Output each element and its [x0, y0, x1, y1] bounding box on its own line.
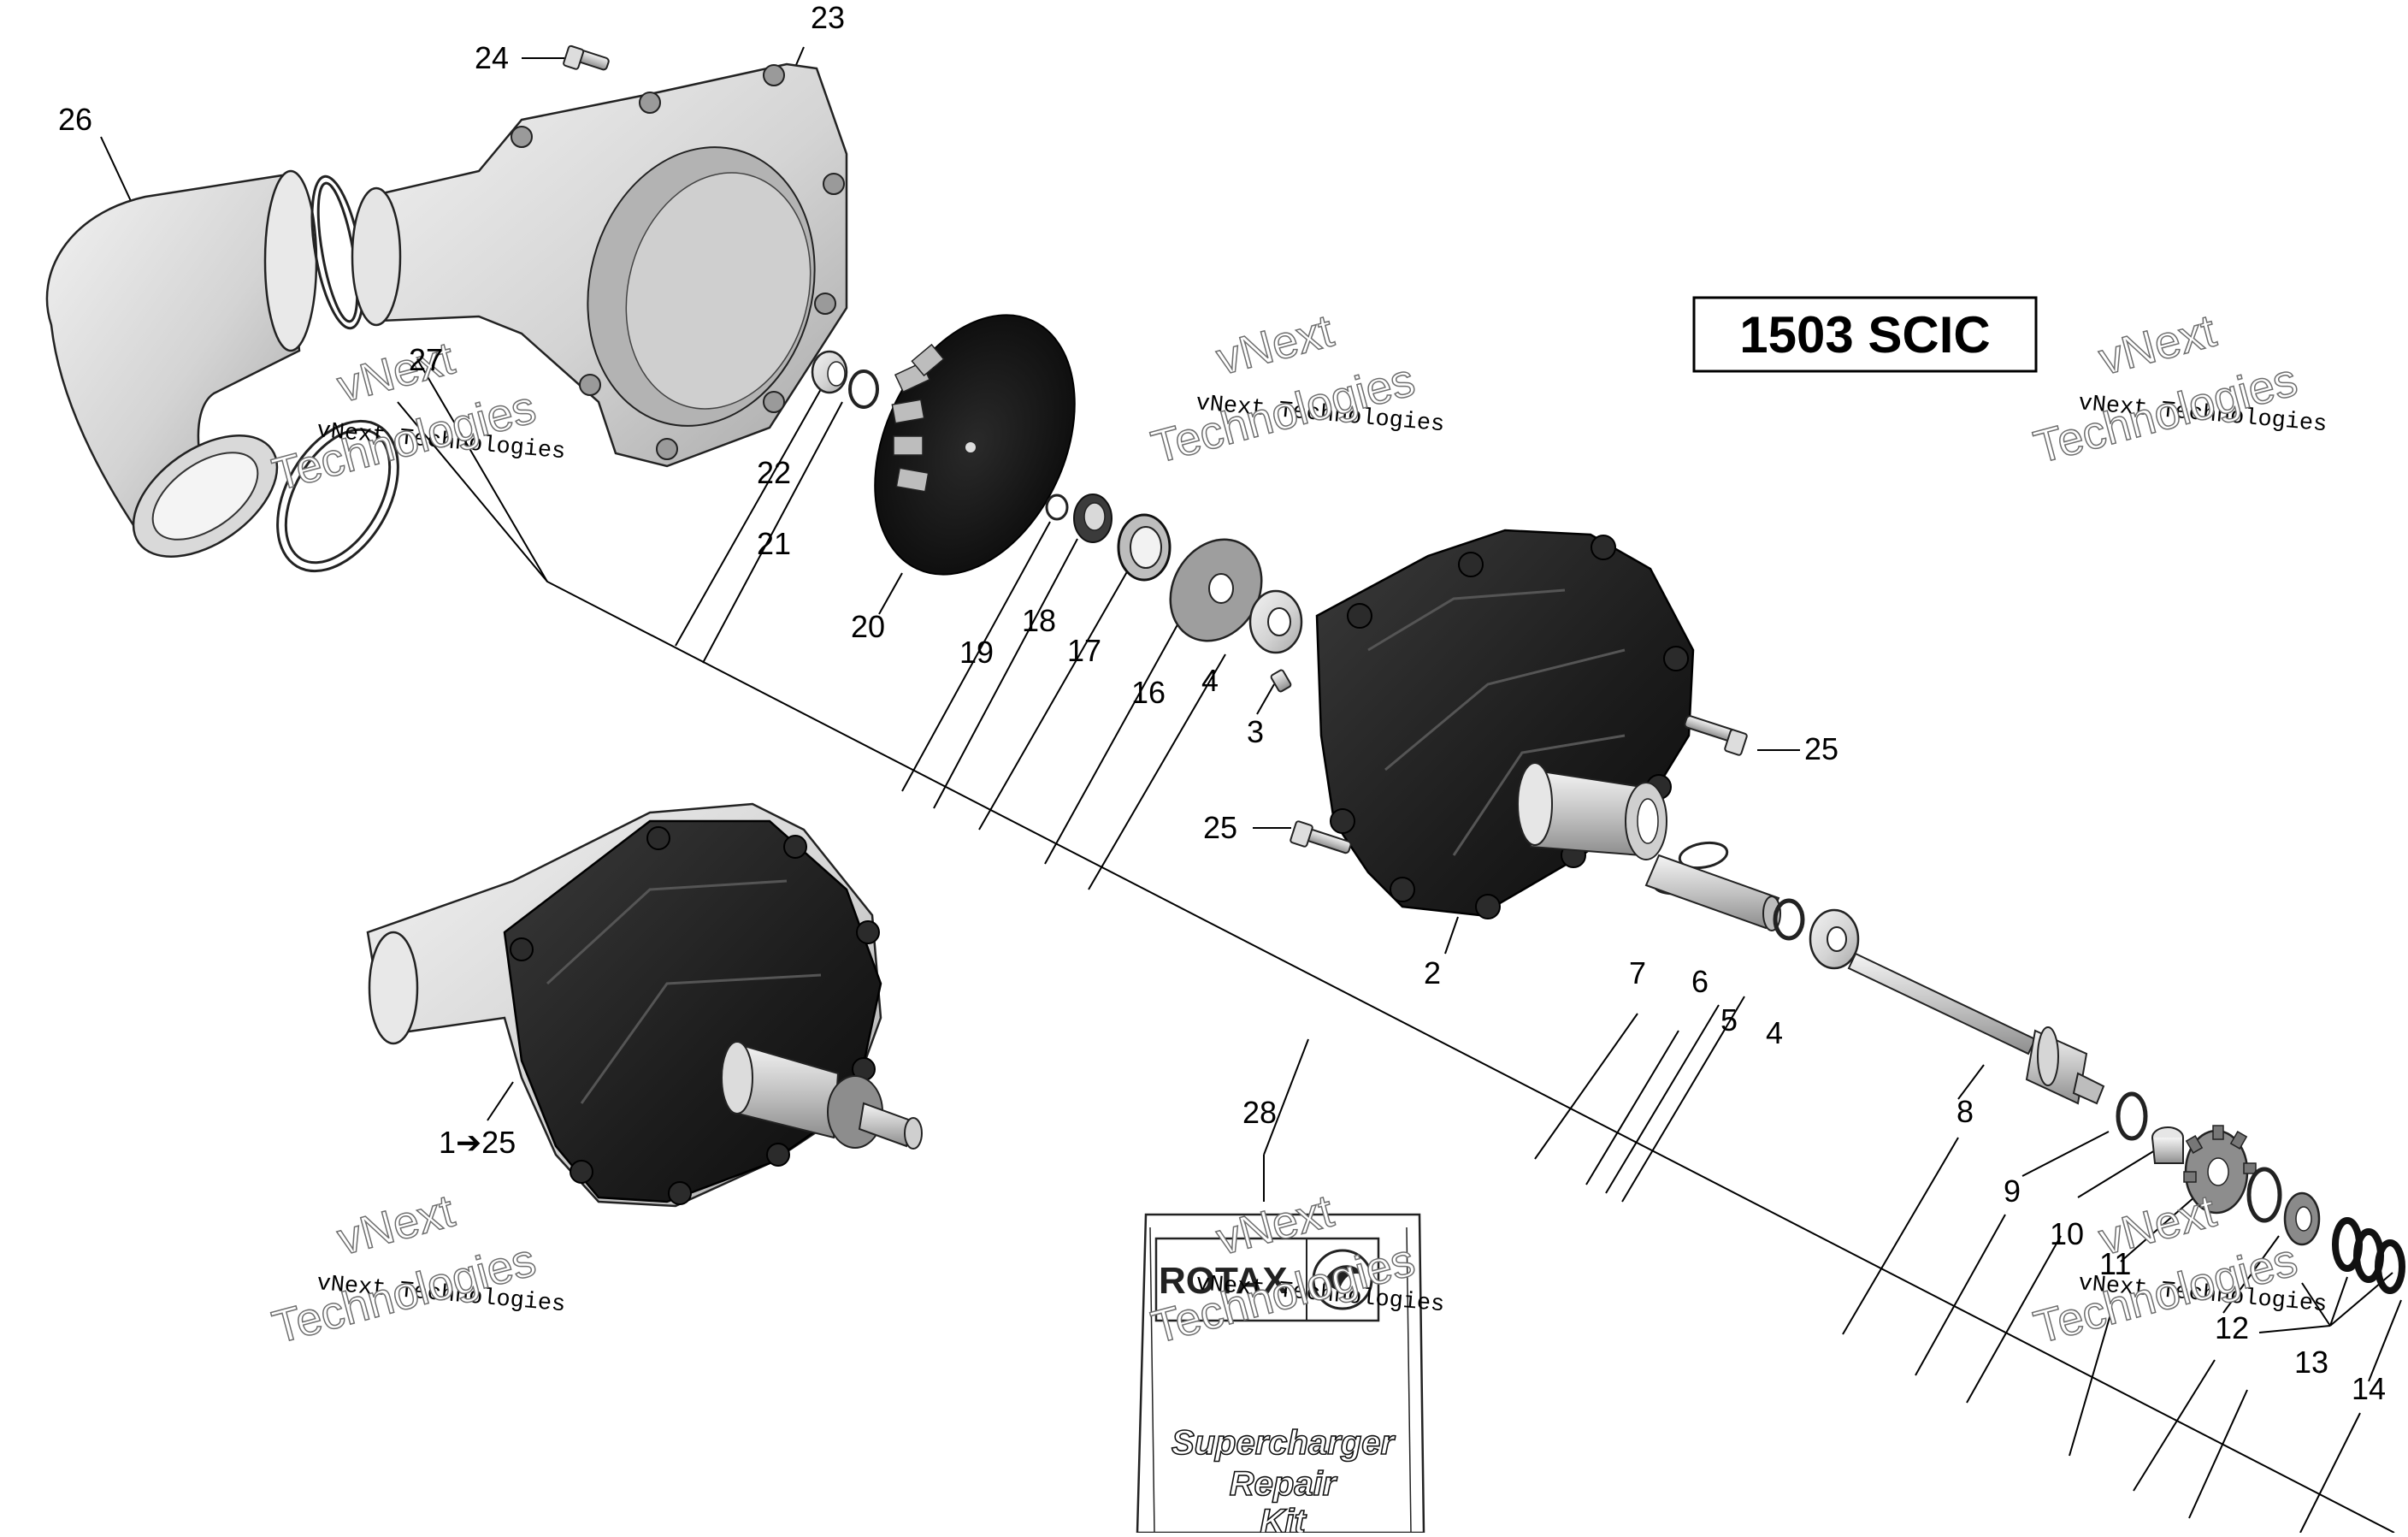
bearing-17 [1117, 513, 1172, 582]
housing-screw-upper [1684, 715, 1748, 756]
sleeve-6 [1644, 854, 1781, 931]
watermark-outline-2: Technologies [2029, 1234, 2303, 1354]
washer-5 [1773, 898, 1805, 941]
callout-17: 17 [1067, 633, 1101, 668]
housing-screw-lower [1290, 820, 1352, 854]
callout-11: 11 [2099, 1246, 2131, 1281]
o-ring-19 [1045, 494, 1069, 521]
callout-4-upper: 4 [1201, 663, 1219, 698]
callout-5: 5 [1720, 1002, 1738, 1037]
callout-10: 10 [2050, 1216, 2084, 1251]
callout-9: 9 [2004, 1173, 2021, 1209]
watermark-outline-2: Technologies [2029, 354, 2303, 474]
callout-13: 13 [2294, 1345, 2328, 1380]
callout-27: 27 [409, 342, 443, 377]
callout-1-25: 1➔25 [439, 1125, 516, 1160]
callout-22: 22 [757, 455, 791, 490]
bushing-10 [2151, 1126, 2184, 1164]
callout-6: 6 [1691, 964, 1709, 999]
bearing-4-upper [1248, 589, 1303, 654]
rotax-logo-text: ROTAX [1159, 1260, 1288, 1302]
washer-9 [2116, 1091, 2148, 1141]
callout-25-lower: 25 [1203, 810, 1237, 845]
kit-title-line3: Kit [1260, 1503, 1307, 1533]
callout-21: 21 [757, 526, 791, 561]
drive-shaft [1847, 952, 2105, 1105]
callout-26: 26 [58, 102, 92, 137]
callout-7: 7 [1629, 955, 1646, 990]
impeller [874, 314, 1076, 576]
kit-title-line2: Repair [1230, 1465, 1338, 1503]
callout-16: 16 [1131, 675, 1166, 710]
callout-24: 24 [475, 40, 509, 75]
callout-labels: 23 24 26 27 22 21 20 19 18 17 16 4 3 25 … [58, 0, 2386, 1406]
watermark-outline-1: vNext [332, 1185, 459, 1266]
seal-18 [1073, 494, 1113, 543]
kit-title-line1: Supercharger [1172, 1424, 1396, 1462]
seal-ring-22 [811, 350, 848, 394]
rotax-emblem-icon [1312, 1249, 1373, 1310]
callout-14: 14 [2352, 1371, 2386, 1406]
drive-gear-11 [2183, 1125, 2257, 1215]
callout-19: 19 [959, 635, 994, 670]
callout-12: 12 [2215, 1310, 2249, 1345]
watermark-outline-1: vNext [2093, 305, 2221, 386]
callout-23: 23 [811, 0, 845, 35]
bearing-4-lower [1809, 908, 1860, 970]
callout-2: 2 [1424, 955, 1441, 990]
cover-screw [563, 44, 610, 71]
supercharger-housing [1315, 529, 1695, 919]
callout-25-upper: 25 [1804, 731, 1838, 766]
callout-18: 18 [1022, 603, 1056, 638]
washer-21 [848, 369, 879, 409]
supercharger-cover [351, 62, 848, 468]
spring-washers-13 [2332, 1217, 2405, 1294]
model-label-box: 1503 SCIC [1692, 296, 2038, 373]
callout-20: 20 [851, 609, 885, 644]
watermark-outline-1: vNext [1211, 305, 1338, 386]
watermark-outline-2: Technologies [268, 381, 541, 501]
watermark-outline-2: Technologies [1147, 354, 1420, 474]
model-label: 1503 SCIC [1739, 306, 1991, 364]
callout-4-lower: 4 [1766, 1015, 1783, 1050]
intake-elbow-hose [45, 169, 318, 558]
repair-kit-bag: ROTAX Supercharger Repair Kit [1136, 1213, 1425, 1537]
callout-3: 3 [1247, 714, 1264, 749]
callout-28: 28 [1242, 1095, 1277, 1130]
supercharger-assembly [366, 802, 923, 1208]
washers-12 [2246, 1167, 2321, 1246]
callout-8: 8 [1956, 1094, 1974, 1129]
pin-3 [1270, 669, 1292, 693]
watermark-outline-2: Technologies [268, 1234, 541, 1354]
